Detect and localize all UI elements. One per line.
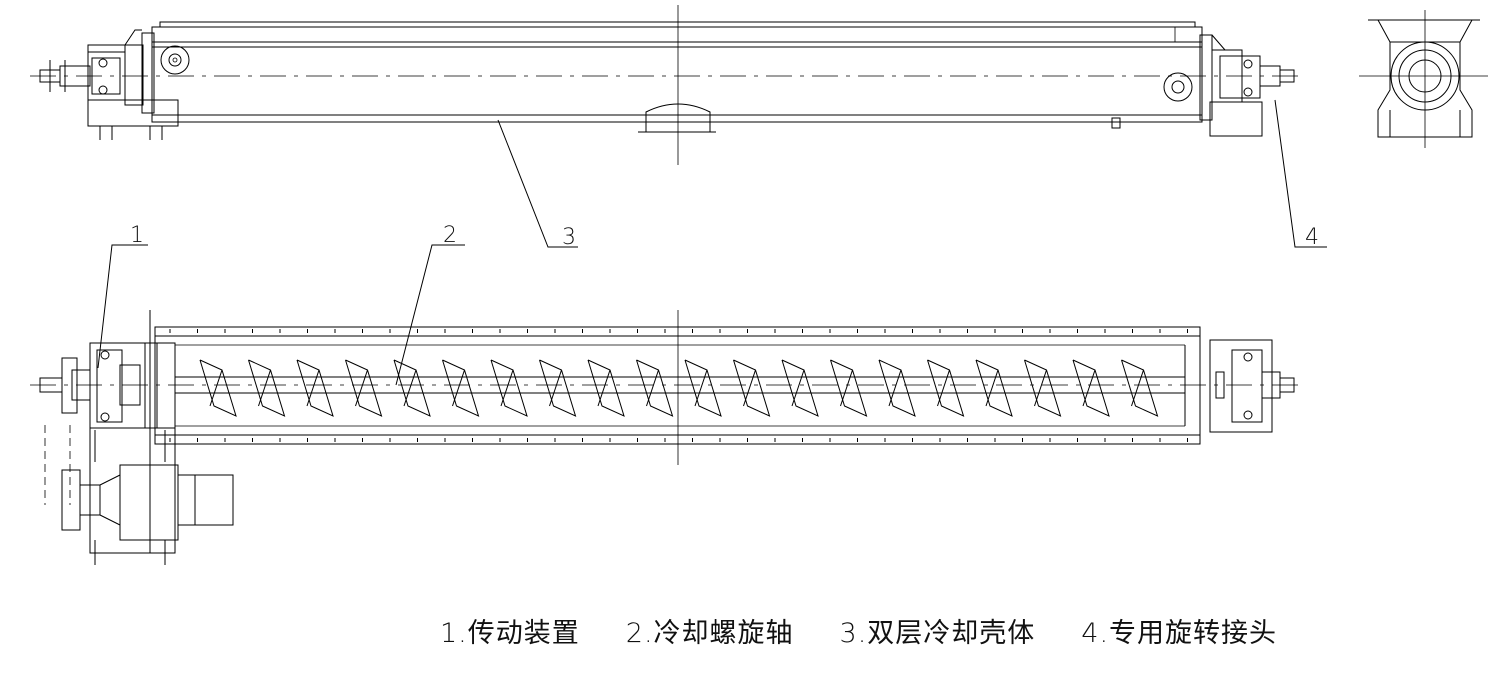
screw-flight — [345, 359, 383, 417]
screw-flight — [393, 359, 431, 417]
callout-4: 4 — [1305, 225, 1319, 250]
screw-flight — [1072, 359, 1110, 417]
legend: 1.传动装置 2.冷却螺旋轴 3.双层冷却壳体 4.专用旋转接头 — [440, 610, 1276, 650]
end-view — [1359, 10, 1488, 148]
screw-flight-edge — [646, 369, 659, 407]
screw-flight — [1121, 359, 1159, 417]
screw-flight-edge — [258, 369, 271, 407]
screw-flight-edge — [355, 369, 368, 407]
screw-flight — [248, 359, 286, 417]
screw-flight-edge — [985, 369, 999, 407]
legend-item-rotary-joint: 4.专用旋转接头 — [1081, 617, 1278, 649]
screw-flight-edge — [597, 369, 611, 407]
screw-flight-edge — [549, 369, 562, 407]
screw-flight — [1024, 359, 1062, 417]
screw-flight — [830, 359, 868, 417]
screw-flight-edge — [1034, 369, 1047, 407]
screw-flight — [781, 359, 819, 417]
screw-flight — [587, 359, 625, 417]
screw-flight — [199, 359, 237, 417]
callout-3: 3 — [562, 225, 576, 250]
side-elevation-view — [30, 5, 1300, 165]
screw-flights — [199, 359, 1159, 417]
callout-leaders — [97, 99, 1327, 386]
screw-flight-edge — [694, 369, 708, 407]
screw-flight-edge — [937, 369, 950, 407]
legend-item-screw-shaft: 2.冷却螺旋轴 — [625, 617, 794, 649]
legend-item-drive: 1.传动装置 — [440, 617, 580, 649]
screw-flight-edge — [452, 369, 465, 407]
bolt-rows — [169, 329, 1188, 442]
screw-flight-edge — [403, 369, 417, 407]
screw-flight-edge — [1131, 369, 1144, 407]
screw-flight — [975, 359, 1013, 417]
screw-flight — [684, 359, 722, 417]
screw-flight-edge — [500, 369, 514, 407]
screw-flight — [927, 359, 965, 417]
screw-flight-edge — [306, 369, 320, 407]
screw-flight — [878, 359, 916, 417]
screw-flight — [539, 359, 577, 417]
screw-flight — [442, 359, 480, 417]
callout-1: 1 — [130, 223, 144, 248]
screw-flight — [636, 359, 674, 417]
screw-flight — [733, 359, 771, 417]
screw-flight-edge — [840, 369, 853, 407]
screw-flight — [490, 359, 528, 417]
screw-flight-edge — [209, 369, 223, 407]
legend-item-housing: 3.双层冷却壳体 — [839, 617, 1036, 649]
screw-flight-edge — [743, 369, 756, 407]
screw-flight-edge — [791, 369, 805, 407]
plan-view — [30, 310, 1300, 565]
callout-2: 2 — [443, 223, 457, 248]
screw-flight — [296, 359, 334, 417]
screw-flight-edge — [888, 369, 902, 407]
screw-flight-edge — [1082, 369, 1096, 407]
